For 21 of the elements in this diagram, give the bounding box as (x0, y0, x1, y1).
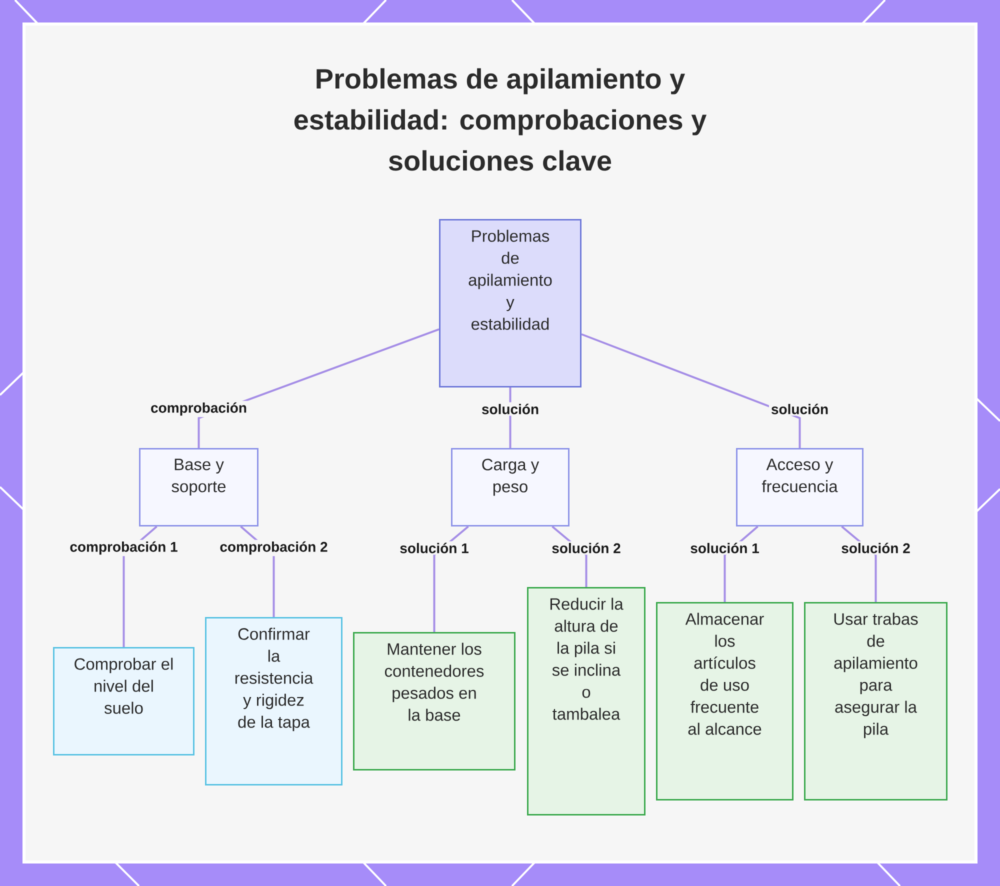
connector-line (581, 333, 801, 448)
action-box: Comprobar el nivel del suelo (53, 647, 194, 756)
edge-label: comprobación (148, 400, 249, 418)
title: Problemas de apilamiento y estabilidad: comprobaciones y soluciones clave (294, 68, 707, 171)
category-box: Base y soporte (139, 448, 258, 526)
edge-label: solución (479, 402, 542, 416)
edge-label: solución 1 (398, 541, 471, 555)
category-box: Carga y peso (451, 448, 570, 526)
action-box: Reducir la altura de la pila si se inclina o tambalea (527, 587, 646, 816)
action-box: Confirmar la resistencia y rigidez de la tapa (205, 617, 342, 786)
edge-label: solución (768, 402, 831, 416)
action-box: Usar trabas de apilamiento para asegurar la pila (804, 602, 948, 800)
action-box: Almacenar los artículos de uso frecuente al alcance (656, 602, 794, 800)
edge-label: solución 2 (839, 541, 912, 555)
action-box: Mantener los contenedores pesados en la base (353, 632, 516, 770)
category-box: Acceso y frecuencia (736, 448, 864, 526)
topic-box: Problemas de apilamiento y estabilidad (439, 219, 582, 388)
edge-label: solución 2 (550, 541, 623, 555)
edge-label: comprobación 1 (68, 540, 180, 556)
edge-label: solución 1 (688, 541, 762, 555)
edge-label: comprobación 2 (218, 540, 330, 556)
